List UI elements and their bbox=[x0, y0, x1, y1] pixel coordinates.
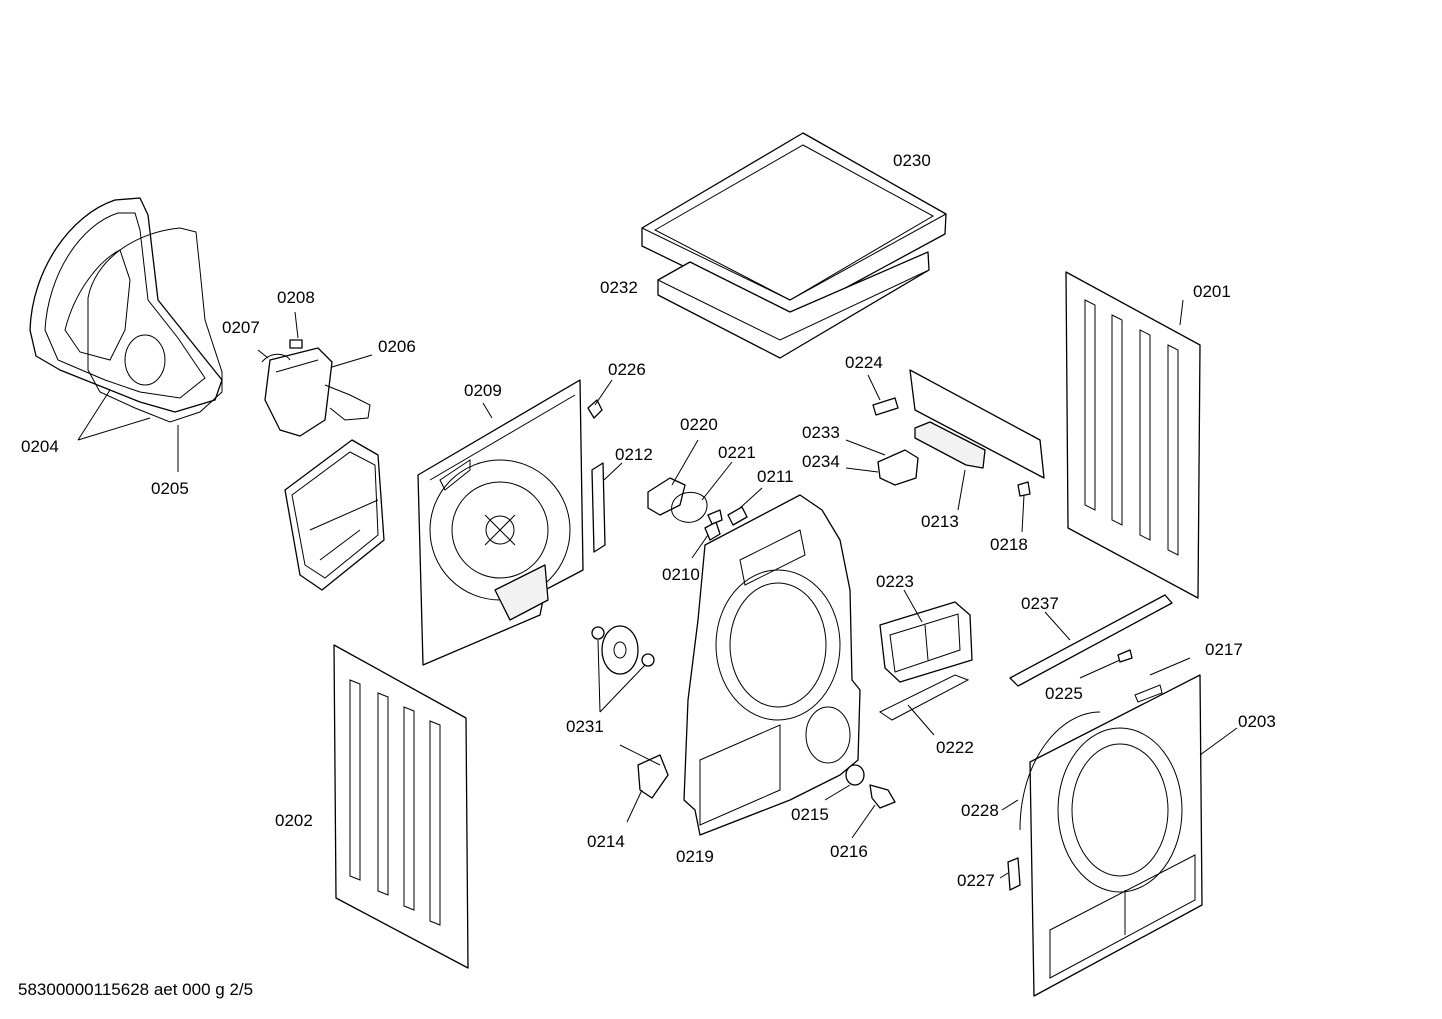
callout-0230: 0230 bbox=[893, 151, 931, 170]
callout-0204: 0204 bbox=[21, 437, 59, 456]
callout-0206: 0206 bbox=[378, 337, 416, 356]
part-0203-front-panel bbox=[1029, 674, 1203, 997]
callout-0225: 0225 bbox=[1045, 684, 1083, 703]
callout-0217: 0217 bbox=[1205, 640, 1243, 659]
part-0205-gasket bbox=[87, 227, 223, 423]
callout-0227: 0227 bbox=[957, 871, 995, 890]
part-0210-sensor bbox=[704, 509, 723, 541]
part-0213-control-bracket bbox=[909, 369, 1045, 479]
part-0222-seal bbox=[879, 674, 970, 721]
callout-0226: 0226 bbox=[608, 360, 646, 379]
callout-0219: 0219 bbox=[676, 847, 714, 866]
callout-0213: 0213 bbox=[921, 512, 959, 531]
part-0214-hinge bbox=[637, 754, 669, 799]
callout-0207: 0207 bbox=[222, 318, 260, 337]
part-0223-fluff-filter bbox=[879, 601, 973, 683]
part-0219-front-chassis bbox=[683, 494, 861, 836]
part-0212-strip bbox=[591, 462, 606, 553]
part-0228-door-seal bbox=[1019, 711, 1101, 831]
part-0226-clip bbox=[587, 399, 603, 419]
part-0206-heater-housing bbox=[261, 339, 371, 437]
callout-0210: 0210 bbox=[662, 565, 700, 584]
part-0233-0234-module bbox=[877, 449, 919, 486]
callout-labels: 0230 0232 0201 0208 0207 0206 0224 0226 … bbox=[21, 151, 1276, 890]
part-0204-rear-wall-frame bbox=[29, 197, 223, 413]
callout-0208: 0208 bbox=[277, 288, 315, 307]
callout-0214: 0214 bbox=[587, 832, 625, 851]
part-0215-knob bbox=[845, 764, 865, 786]
callout-0209: 0209 bbox=[464, 381, 502, 400]
part-0230-top-cover bbox=[641, 132, 947, 319]
callout-0223: 0223 bbox=[876, 572, 914, 591]
callout-0228: 0228 bbox=[961, 801, 999, 820]
callout-0205: 0205 bbox=[151, 479, 189, 498]
part-0202-side-panel-left bbox=[333, 644, 469, 969]
callout-0234: 0234 bbox=[802, 452, 840, 471]
part-0224-holder bbox=[872, 397, 899, 416]
callout-0220: 0220 bbox=[680, 415, 718, 434]
callout-0211: 0211 bbox=[757, 467, 794, 486]
part-0225-clip bbox=[1117, 649, 1133, 663]
callout-0237: 0237 bbox=[1021, 594, 1059, 613]
callout-0201: 0201 bbox=[1193, 282, 1231, 301]
callout-0232: 0232 bbox=[600, 278, 638, 297]
callout-0212: 0212 bbox=[615, 445, 653, 464]
callout-0233: 0233 bbox=[802, 423, 840, 442]
document-code: 58300000115628 aet 000 g 2/5 bbox=[18, 980, 254, 999]
callout-0222: 0222 bbox=[936, 738, 974, 757]
part-0218-clip bbox=[1017, 481, 1031, 497]
callout-0218: 0218 bbox=[990, 535, 1028, 554]
part-0220-housing bbox=[647, 477, 686, 516]
part-0201-side-panel-right bbox=[1065, 271, 1201, 599]
part-0231-fan-wheel bbox=[591, 625, 655, 675]
part-0237-bar bbox=[1009, 594, 1173, 687]
part-0211-sensor bbox=[727, 506, 748, 526]
callout-0231: 0231 bbox=[566, 717, 604, 736]
callout-0224: 0224 bbox=[845, 353, 883, 372]
callout-0215: 0215 bbox=[791, 805, 829, 824]
part-0227-latch bbox=[1007, 857, 1021, 891]
leader-lines bbox=[77, 299, 1238, 879]
part-0221-ring bbox=[671, 491, 708, 523]
callout-0203: 0203 bbox=[1238, 712, 1276, 731]
part-0209-rear-panel bbox=[417, 379, 584, 666]
callout-0221: 0221 bbox=[718, 443, 756, 462]
part-heater-duct bbox=[284, 439, 385, 591]
part-0216-connector bbox=[869, 784, 896, 809]
callout-0202: 0202 bbox=[275, 811, 313, 830]
callout-0216: 0216 bbox=[830, 842, 868, 861]
part-0232-insulation-mat bbox=[657, 251, 930, 359]
